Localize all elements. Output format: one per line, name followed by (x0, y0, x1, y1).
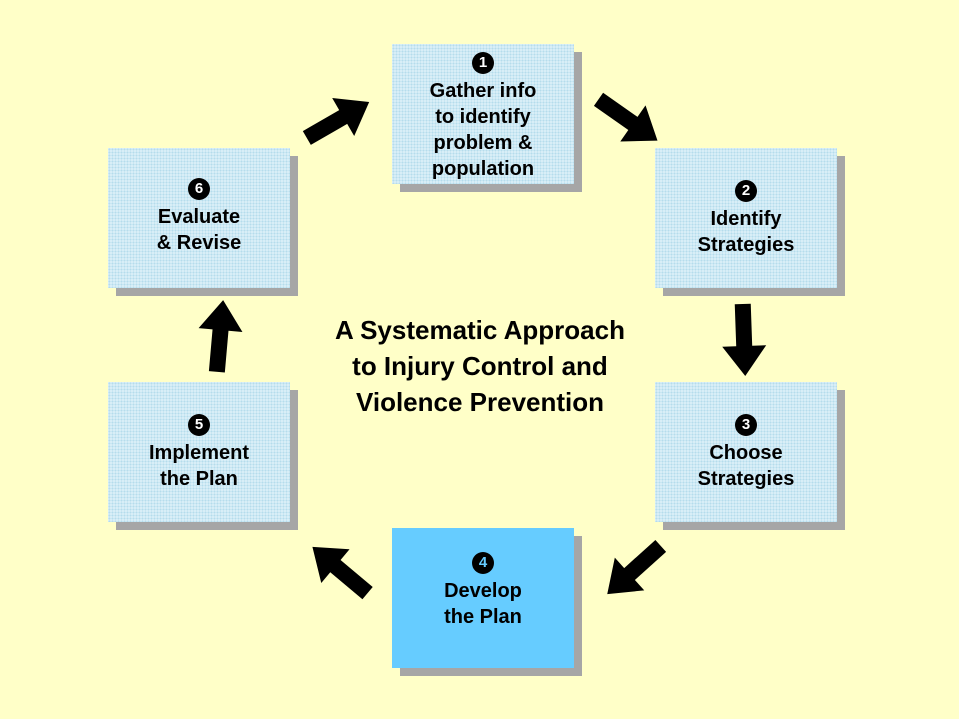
step-2-number: 2 (735, 180, 757, 202)
step-3-box: 3 Choose Strategies (655, 382, 837, 522)
step-4-label: Develop the Plan (444, 580, 522, 628)
step-6-label: Evaluate & Revise (156, 206, 242, 254)
arrow-5-to-6 (194, 298, 246, 374)
step-1-number: 1 (472, 52, 494, 74)
step-5-number: 5 (188, 414, 210, 436)
step-1-label: Gather info to identify problem & popula… (429, 80, 537, 180)
step-3-label: Choose Strategies (697, 442, 795, 490)
diagram-title: A Systematic Approach to Injury Control … (335, 315, 625, 417)
step-6-box: 6 Evaluate & Revise (108, 148, 290, 288)
arrow-4-to-5 (298, 530, 382, 610)
step-3-number: 3 (735, 414, 757, 436)
step-4-box: 4 Develop the Plan (392, 528, 574, 668)
step-5-box: 5 Implement the Plan (108, 382, 290, 522)
arrow-6-to-1 (295, 82, 381, 158)
arrow-3-to-4 (592, 529, 676, 611)
arrow-2-to-3 (720, 303, 768, 377)
step-6-number: 6 (188, 178, 210, 200)
step-2-label: Identify Strategies (697, 208, 795, 256)
step-4-number: 4 (472, 552, 494, 574)
step-2-box: 2 Identify Strategies (655, 148, 837, 288)
step-1-box: 1 Gather info to identify problem & popu… (392, 44, 574, 184)
step-5-label: Implement the Plan (148, 442, 250, 490)
